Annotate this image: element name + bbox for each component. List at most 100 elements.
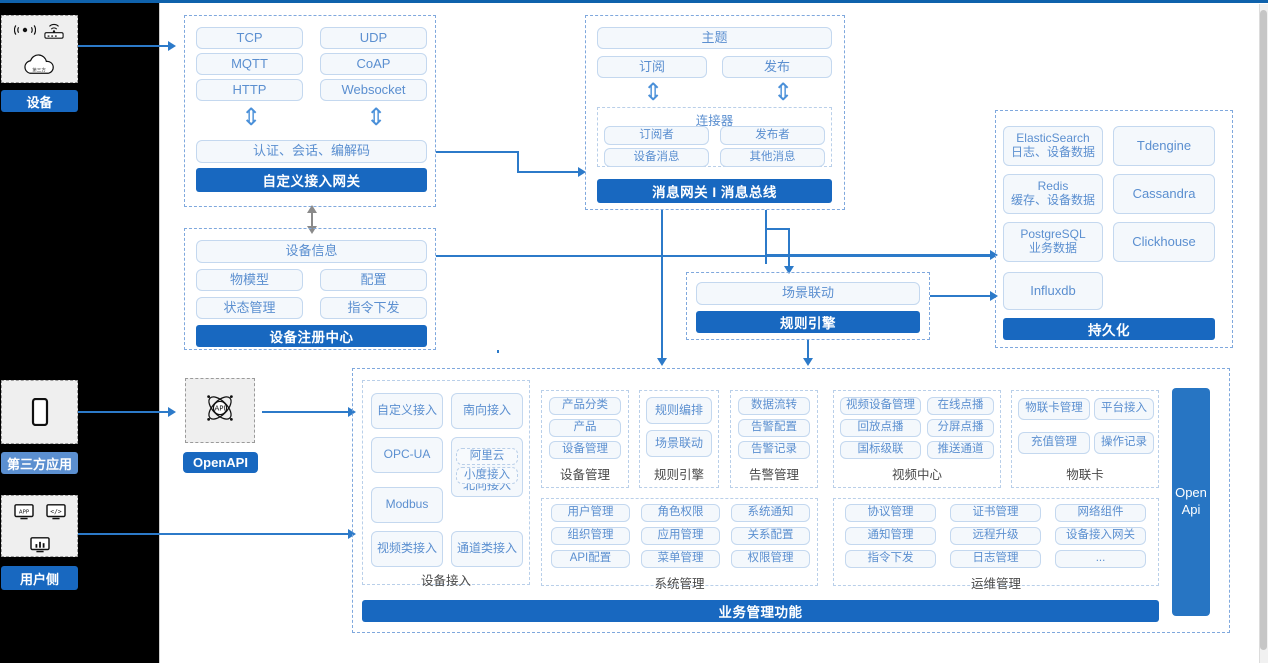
video-chip-online[interactable]: 在线点播: [927, 397, 994, 415]
system-chip-notice[interactable]: 系统通知: [731, 504, 810, 522]
group-label-iot-card: 物联卡: [1066, 468, 1104, 482]
openapi-badge: OpenAPI: [183, 452, 258, 473]
persist-chip-cassandra[interactable]: Cassandra: [1113, 174, 1215, 214]
protocol-chip-websocket[interactable]: Websocket: [320, 79, 427, 101]
device-mgmt-chip-product-category[interactable]: 产品分类: [549, 397, 621, 415]
persist-chip-tdengine[interactable]: Tdengine: [1113, 126, 1215, 166]
device-access-chip-aliyun[interactable]: 阿里云: [456, 448, 518, 465]
protocol-chip-coap[interactable]: CoAP: [320, 53, 427, 75]
alarm-chip-config[interactable]: 告警配置: [738, 419, 810, 437]
connector-chip-other-msg[interactable]: 其他消息: [720, 148, 825, 167]
scrollbar-thumb[interactable]: [1260, 10, 1267, 650]
ops-chip-protocol[interactable]: 协议管理: [845, 504, 936, 522]
protocol-chip-http[interactable]: HTTP: [196, 79, 303, 101]
connector-chip-subscriber[interactable]: 订阅者: [604, 126, 709, 145]
device-mgmt-chip-product[interactable]: 产品: [549, 419, 621, 437]
group-label-system-management: 系统管理: [654, 577, 705, 591]
ops-chip-ota[interactable]: 远程升级: [950, 527, 1041, 545]
device-access-chip-opcua[interactable]: OPC-UA: [371, 437, 443, 473]
double-arrow-bus-left: ⇕: [643, 78, 664, 106]
rule-chip-scene[interactable]: 场景联动: [646, 430, 712, 457]
gateway-middle-chip[interactable]: 认证、会话、编解码: [196, 140, 427, 163]
message-bus-block: [585, 15, 845, 210]
rule-engine-scene-chip[interactable]: 场景联动: [696, 282, 920, 305]
iot-card-chip-management[interactable]: 物联卡管理: [1018, 398, 1090, 420]
device-icon-box: 第三方: [1, 15, 78, 83]
device-access-chip-southbound[interactable]: 南向接入: [451, 393, 523, 429]
rule-chip-orchestration[interactable]: 规则编排: [646, 397, 712, 424]
page-scrollbar[interactable]: [1259, 4, 1268, 663]
group-label-ops-management: 运维管理: [970, 577, 1021, 591]
persist-chip-clickhouse[interactable]: Clickhouse: [1113, 222, 1215, 262]
persist-chip-postgresql[interactable]: PostgreSQL 业务数据: [1003, 222, 1103, 262]
persist-chip-redis[interactable]: Redis 缓存、设备数据: [1003, 174, 1103, 214]
ops-chip-cert[interactable]: 证书管理: [950, 504, 1041, 522]
iot-card-chip-operation-log[interactable]: 操作记录: [1094, 432, 1154, 454]
system-chip-relation[interactable]: 关系配置: [731, 527, 810, 545]
group-label-device-management: 设备管理: [559, 468, 610, 482]
persist-chip-elasticsearch[interactable]: ElasticSearch 日志、设备数据: [1003, 126, 1103, 166]
device-access-chip-custom[interactable]: 自定义接入: [371, 393, 443, 429]
video-chip-split[interactable]: 分屏点播: [927, 419, 994, 437]
iot-card-chip-platform-access[interactable]: 平台接入: [1094, 398, 1154, 420]
alarm-chip-record[interactable]: 告警记录: [738, 441, 810, 459]
ops-chip-device-gateway[interactable]: 设备接入网关: [1055, 527, 1146, 545]
registry-chip-state[interactable]: 状态管理: [196, 297, 303, 319]
system-chip-role[interactable]: 角色权限: [641, 504, 720, 522]
ops-chip-more[interactable]: ...: [1055, 550, 1146, 568]
svg-text:API: API: [214, 405, 225, 413]
router-icon: [42, 20, 66, 40]
registry-header-chip[interactable]: 设备信息: [196, 240, 427, 263]
persist-chip-influxdb[interactable]: Influxdb: [1003, 272, 1103, 310]
protocol-chip-mqtt[interactable]: MQTT: [196, 53, 303, 75]
openapi-vertical-bar: Open Api: [1172, 388, 1210, 616]
system-chip-org[interactable]: 组织管理: [551, 527, 630, 545]
bus-subscribe-chip[interactable]: 订阅: [597, 56, 707, 78]
device-mgmt-chip-device[interactable]: 设备管理: [549, 441, 621, 459]
arrow-bus-to-persist: [990, 250, 998, 260]
line-bus-to-rule-a: [765, 254, 767, 264]
code-window-icon: </>: [45, 503, 67, 521]
user-side-badge: 用户侧: [1, 566, 78, 590]
arrow-device-to-gateway: [168, 41, 176, 51]
ops-chip-command[interactable]: 指令下发: [845, 550, 936, 568]
device-access-chip-video[interactable]: 视频类接入: [371, 531, 443, 567]
protocol-chip-udp[interactable]: UDP: [320, 27, 427, 49]
line-openapi-to-business: [262, 411, 350, 413]
ops-chip-notify[interactable]: 通知管理: [845, 527, 936, 545]
video-chip-push-channel[interactable]: 推送通道: [927, 441, 994, 459]
device-access-chip-xiaodu[interactable]: 小度接入: [456, 467, 518, 484]
bus-publish-chip[interactable]: 发布: [722, 56, 832, 78]
registry-chip-thing-model[interactable]: 物模型: [196, 269, 303, 291]
video-chip-playback[interactable]: 回放点播: [840, 419, 921, 437]
system-chip-user[interactable]: 用户管理: [551, 504, 630, 522]
protocol-chip-tcp[interactable]: TCP: [196, 27, 303, 49]
registry-chip-config[interactable]: 配置: [320, 269, 427, 291]
connector-chip-publisher[interactable]: 发布者: [720, 126, 825, 145]
line-bus-to-persist-b: [765, 254, 992, 256]
line-thirdparty-to-openapi: [78, 411, 170, 413]
system-chip-menu[interactable]: 菜单管理: [641, 550, 720, 568]
mobile-phone-icon: [31, 398, 49, 426]
ops-chip-network[interactable]: 网络组件: [1055, 504, 1146, 522]
arrow-gateway-up: [307, 205, 317, 213]
third-party-badge-label: 第三方应用: [6, 456, 72, 472]
line-gateway-to-bus-b: [517, 151, 519, 173]
registry-chip-command[interactable]: 指令下发: [320, 297, 427, 319]
device-access-chip-channel[interactable]: 通道类接入: [451, 531, 523, 567]
alarm-chip-data-flow[interactable]: 数据流转: [738, 397, 810, 415]
iot-card-chip-recharge[interactable]: 充值管理: [1018, 432, 1090, 454]
video-chip-gb-cascade[interactable]: 国标级联: [840, 441, 921, 459]
persistence-block: [995, 110, 1233, 348]
device-access-chip-modbus[interactable]: Modbus: [371, 487, 443, 523]
system-chip-app[interactable]: 应用管理: [641, 527, 720, 545]
rule-engine-block: [686, 272, 930, 340]
arrow-registry-down: [307, 226, 317, 234]
ops-chip-log[interactable]: 日志管理: [950, 550, 1041, 568]
bus-topic-chip[interactable]: 主题: [597, 27, 832, 49]
video-chip-device-mgmt[interactable]: 视频设备管理: [840, 397, 921, 415]
rule-engine-title-bar: 规则引擎: [696, 311, 920, 333]
system-chip-permission[interactable]: 权限管理: [731, 550, 810, 568]
connector-chip-device-msg[interactable]: 设备消息: [604, 148, 709, 167]
system-chip-api[interactable]: API配置: [551, 550, 630, 568]
